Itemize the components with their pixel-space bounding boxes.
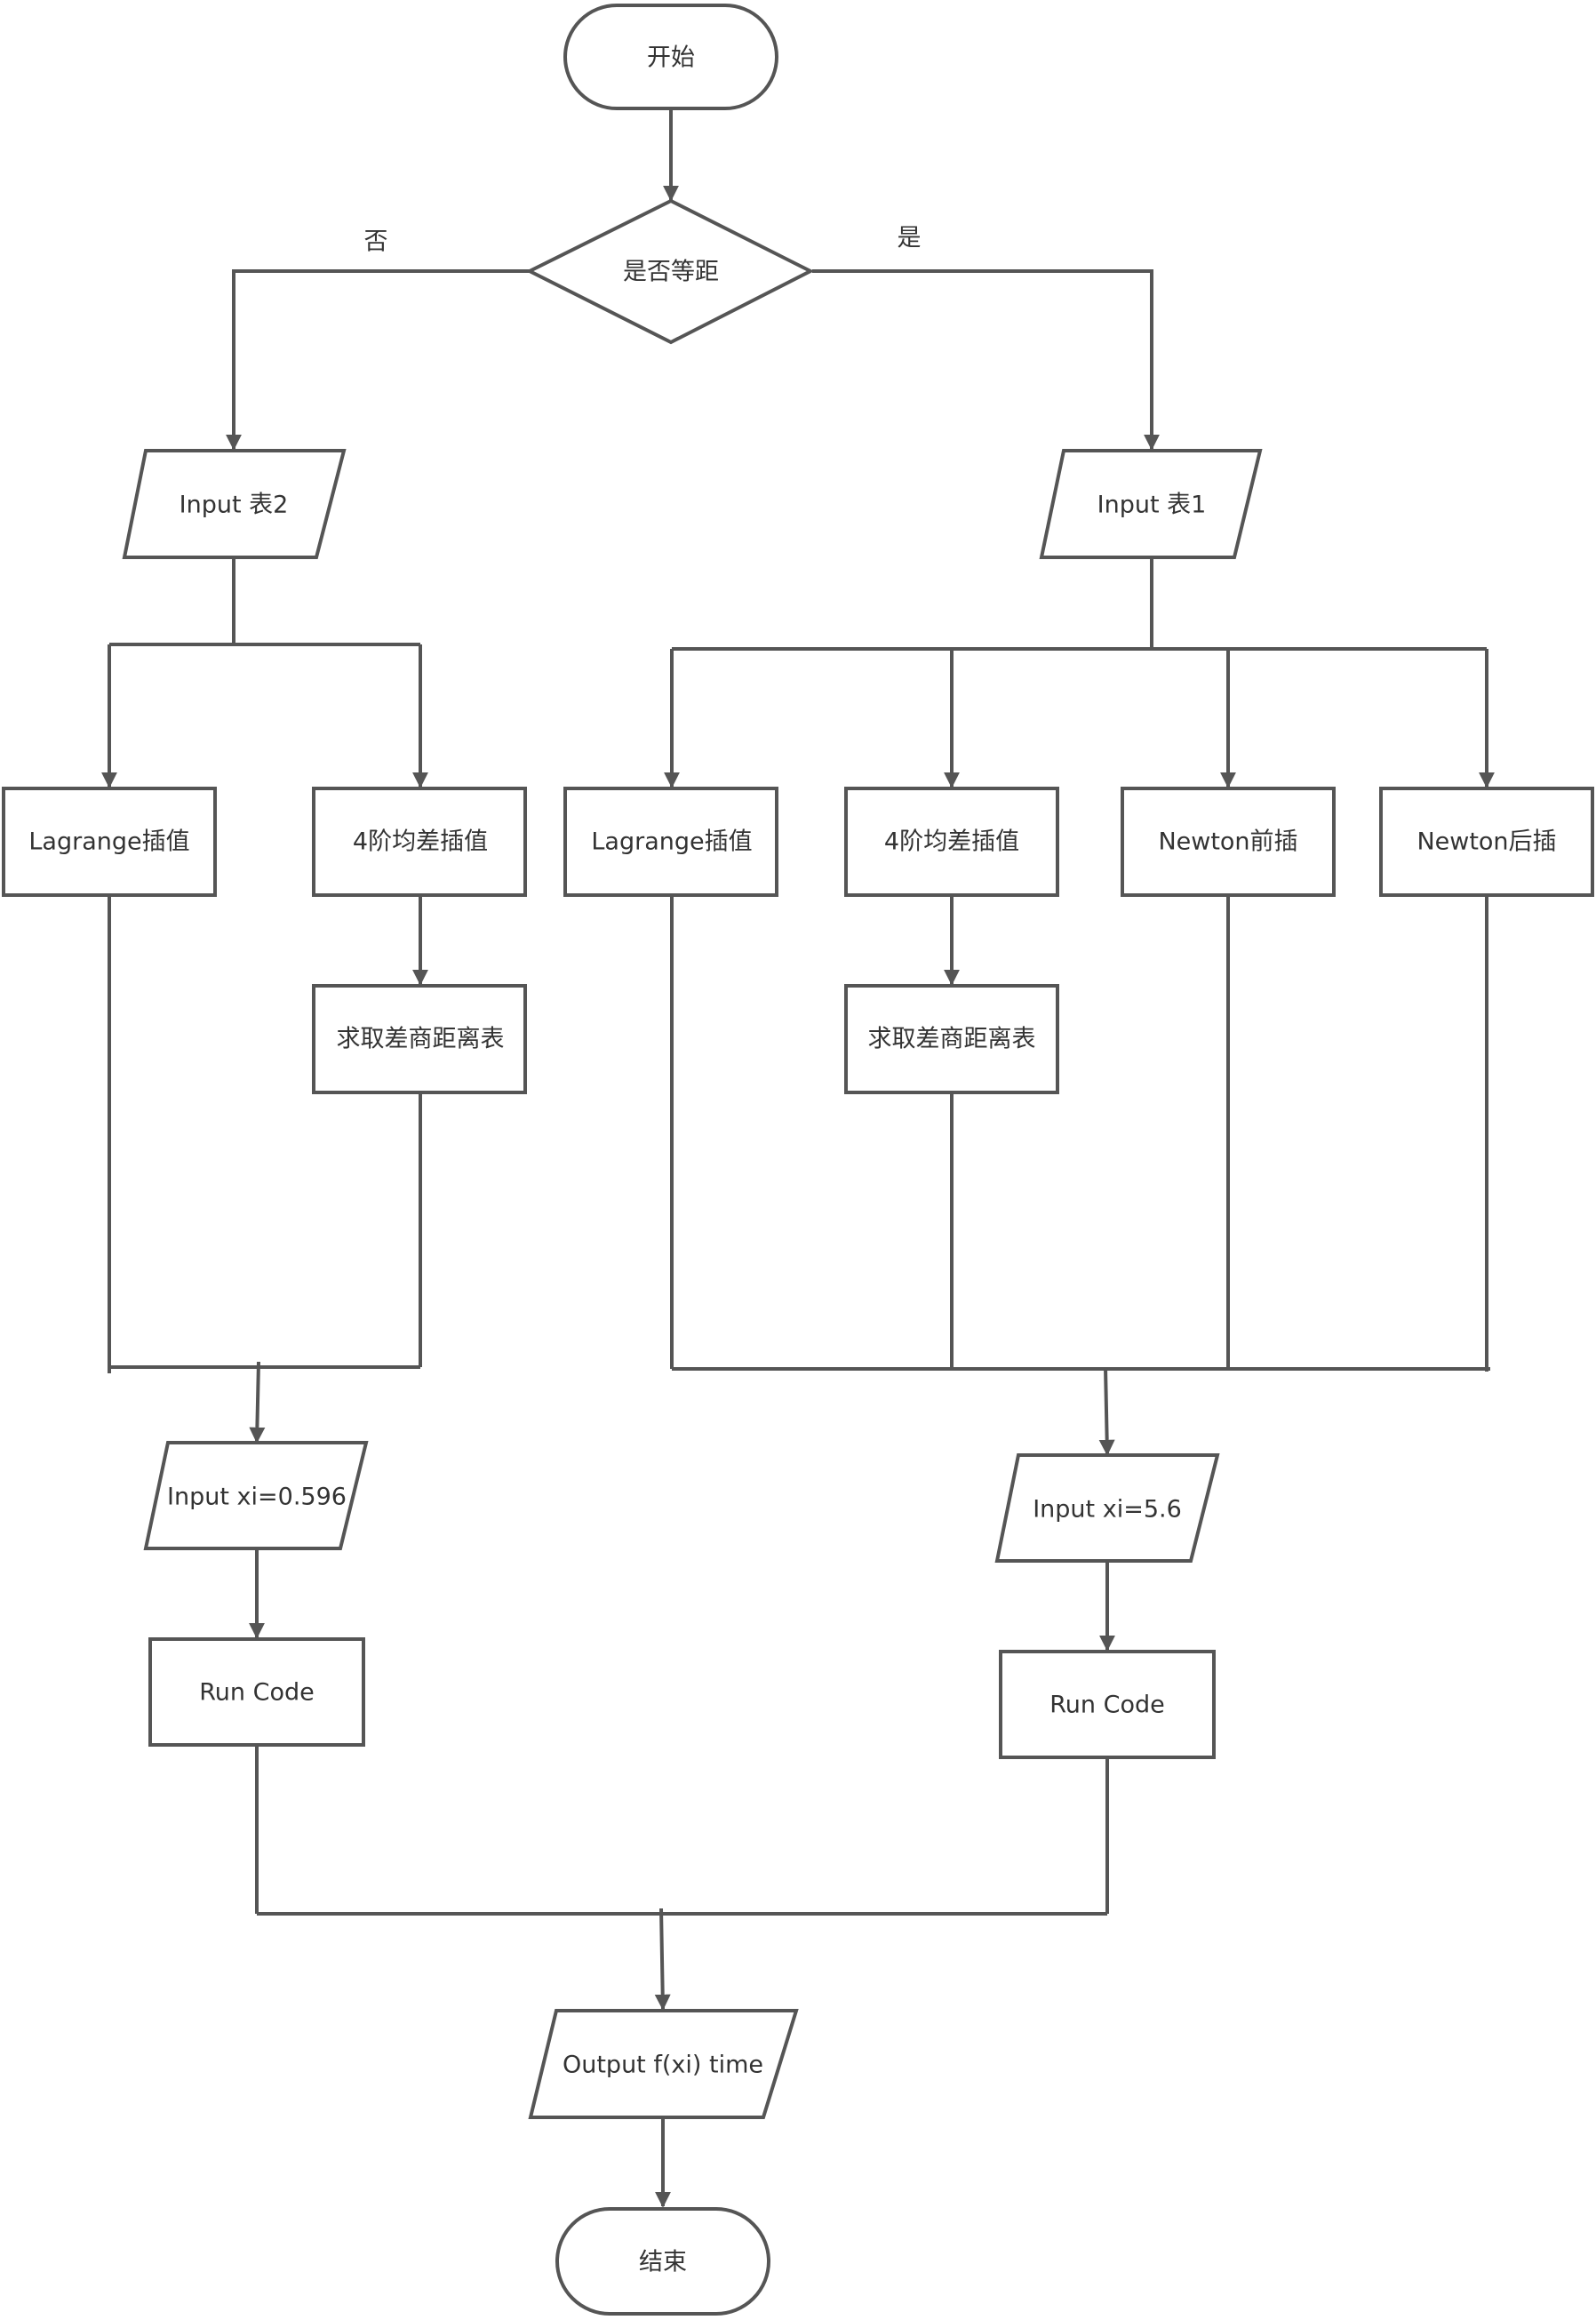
run-code-left-label: Run Code	[199, 1679, 314, 1707]
output-node: Output f(xi) time	[528, 2009, 799, 2119]
start-node: 开始	[563, 4, 778, 110]
left-4th-order-node: 4阶均差插值	[312, 787, 527, 897]
input-xi-left-label: Input xi=0.596	[167, 1484, 347, 1511]
left-divided-diff-node: 求取差商距离表	[312, 984, 527, 1094]
input-table1-node: Input 表1	[1039, 449, 1263, 559]
left-4th-order-label: 4阶均差插值	[353, 828, 488, 856]
edge-right-merge-to-input	[1098, 1366, 1115, 1456]
end-label: 结束	[639, 2249, 687, 2276]
input-table2-node: Input 表2	[122, 449, 347, 559]
input-table1-label: Input 表1	[1097, 492, 1207, 519]
run-code-left-node: Run Code	[148, 1637, 365, 1747]
newton-forward-label: Newton前插	[1158, 828, 1297, 856]
input-table2-label: Input 表2	[180, 492, 289, 519]
run-code-right-node: Run Code	[999, 1650, 1216, 1759]
input-xi-right-node: Input xi=5.6	[994, 1453, 1220, 1563]
left-divided-diff-label: 求取差商距离表	[337, 1026, 505, 1053]
right-4th-order-node: 4阶均差插值	[844, 787, 1059, 897]
edge-merge-to-output	[654, 1908, 671, 2011]
start-label: 开始	[647, 44, 695, 72]
input-xi-left-node: Input xi=0.596	[143, 1441, 369, 1550]
output-label: Output f(xi) time	[563, 2052, 763, 2079]
right-divided-diff-label: 求取差商距离表	[868, 1026, 1036, 1053]
left-lagrange-label: Lagrange插值	[28, 828, 189, 856]
branch-no-label: 否	[364, 228, 388, 256]
edge-decision-yes	[812, 269, 1160, 451]
right-lagrange-node: Lagrange插值	[563, 787, 778, 897]
newton-forward-node: Newton前插	[1121, 787, 1336, 897]
end-node: 结束	[555, 2207, 770, 2316]
right-divided-diff-node: 求取差商距离表	[844, 984, 1059, 1094]
left-lagrange-node: Lagrange插值	[2, 787, 217, 897]
newton-backward-label: Newton后插	[1416, 828, 1556, 856]
right-lagrange-label: Lagrange插值	[591, 828, 752, 856]
decision-node: 是否等距	[525, 198, 815, 345]
newton-backward-node: Newton后插	[1379, 787, 1594, 897]
input-xi-right-label: Input xi=5.6	[1033, 1496, 1182, 1524]
run-code-right-label: Run Code	[1049, 1692, 1164, 1719]
edge-decision-no	[226, 269, 530, 451]
connectors	[101, 108, 1495, 2208]
decision-label: 是否等距	[623, 259, 719, 286]
branch-yes-label: 是	[898, 225, 922, 252]
right-4th-order-label: 4阶均差插值	[884, 828, 1019, 856]
edge-left-merge-to-input	[249, 1361, 266, 1444]
